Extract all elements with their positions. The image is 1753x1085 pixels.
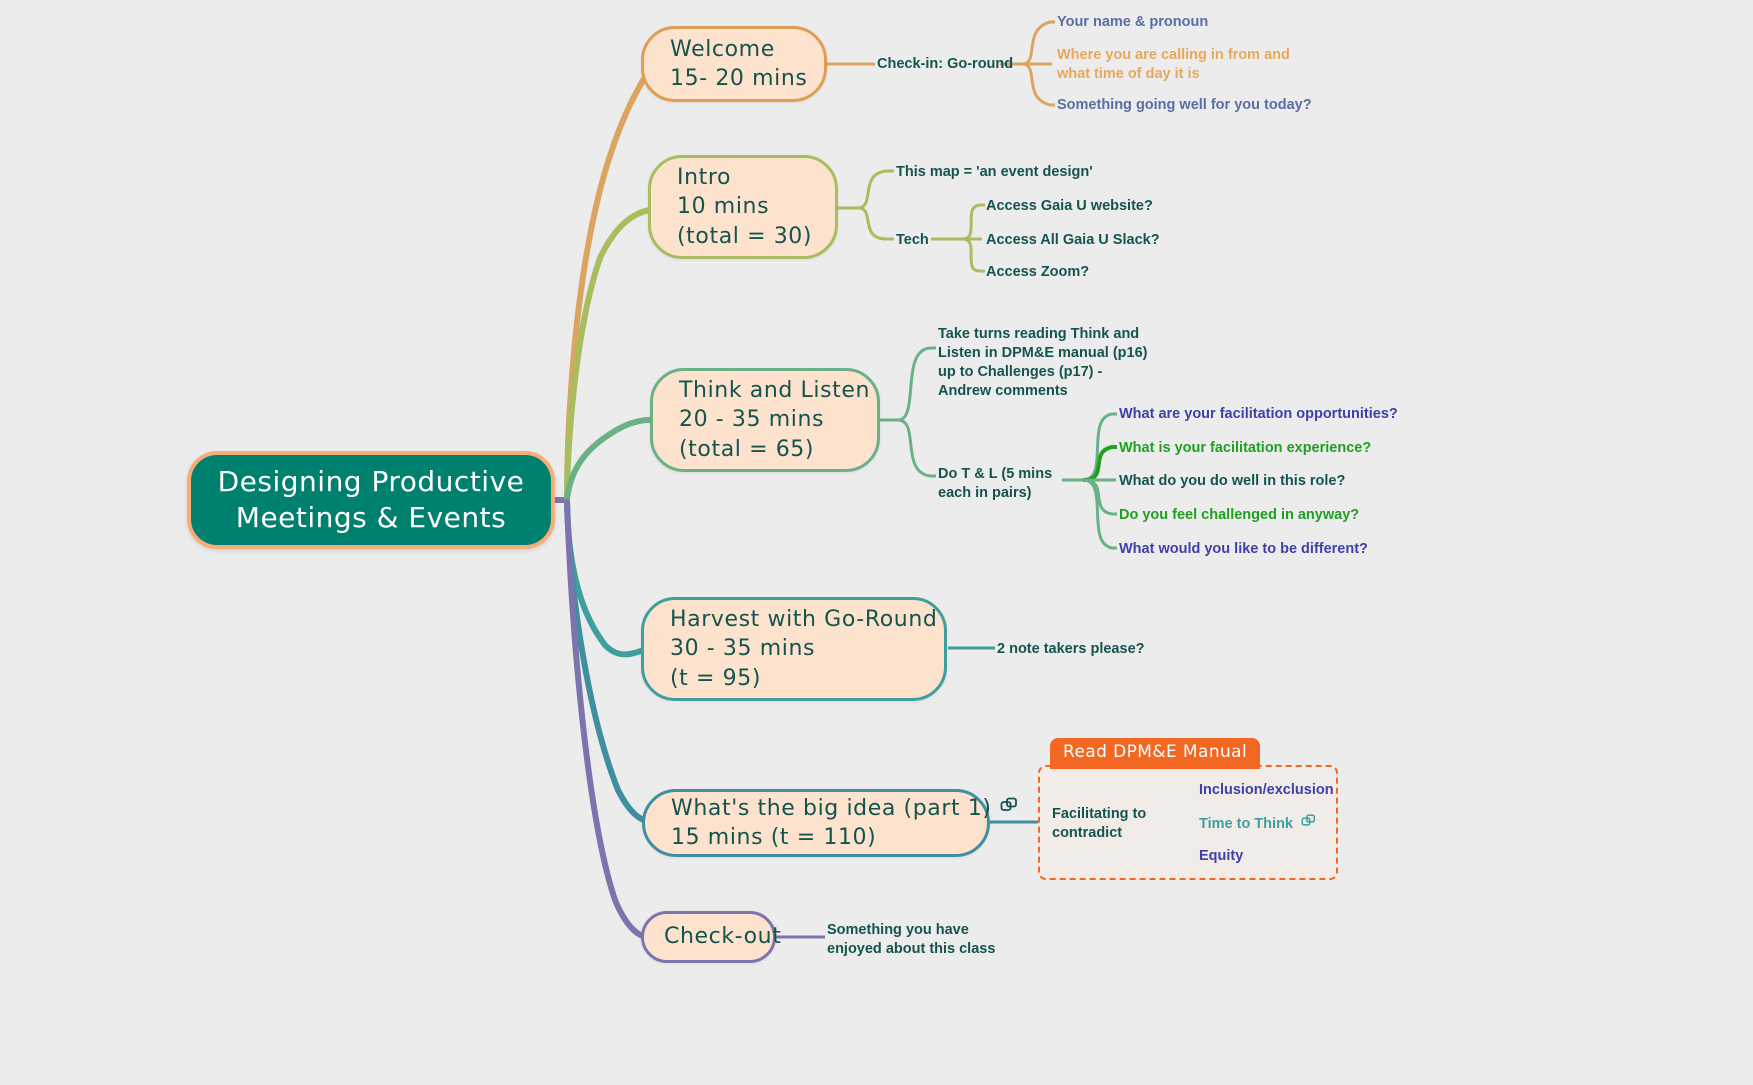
subtopic-2-note-takers[interactable]: 2 note takers please?: [997, 641, 1145, 657]
topic-harvest-line3: (t = 95): [670, 665, 762, 691]
subtopic-like-to-be-different[interactable]: What would you like to be different?: [1119, 541, 1368, 557]
subtopic-take-turns-reading[interactable]: Take turns reading Think and Listen in D…: [938, 326, 1148, 399]
subtopic-access-zoom[interactable]: Access Zoom?: [986, 264, 1090, 280]
subtopic-facilitating-to-contradict[interactable]: Facilitating to contradict: [1052, 806, 1147, 841]
subtopic-inclusion-exclusion[interactable]: Inclusion/exclusion: [1199, 782, 1334, 798]
subtopic-facilitation-experience[interactable]: What is your facilitation experience?: [1119, 440, 1372, 456]
central-topic[interactable]: Designing Productive Meetings & Events: [187, 451, 555, 549]
topic-big-idea-line1: What's the big idea (part 1): [671, 795, 992, 821]
topic-intro-line2: 10 mins: [677, 194, 770, 220]
subtopic-access-gaia-slack[interactable]: Access All Gaia U Slack?: [986, 232, 1160, 248]
subtopic-something-going-well[interactable]: Something going well for you today?: [1057, 97, 1312, 113]
subtopic-tech[interactable]: Tech: [896, 232, 929, 248]
subtopic-do-t-and-l[interactable]: Do T & L (5 mins each in pairs): [938, 466, 1053, 501]
boundary-read-manual: [1038, 765, 1338, 880]
link-icon[interactable]: [1301, 814, 1316, 834]
subtopic-access-gaia-website[interactable]: Access Gaia U website?: [986, 198, 1153, 214]
topic-intro-line3: (total = 30): [677, 223, 813, 249]
topic-check-out-line1: Check-out: [664, 924, 782, 950]
subtopic-this-map-event-design[interactable]: This map = 'an event design': [896, 164, 1093, 180]
link-icon[interactable]: [1000, 797, 1018, 820]
subtopic-equity[interactable]: Equity: [1199, 848, 1244, 864]
subtopic-your-name-pronoun[interactable]: Your name & pronoun: [1057, 14, 1209, 30]
subtopic-do-well-in-role[interactable]: What do you do well in this role?: [1119, 473, 1346, 489]
subtopic-where-calling-from[interactable]: Where you are calling in from and what t…: [1057, 47, 1290, 82]
subtopic-time-to-think[interactable]: Time to Think: [1199, 815, 1293, 832]
central-topic-line2: Meetings & Events: [235, 501, 507, 534]
subtopic-something-enjoyed[interactable]: Something you have enjoyed about this cl…: [827, 922, 996, 957]
central-topic-label: Designing Productive Meetings & Events: [218, 464, 525, 537]
boundary-tab-label[interactable]: Read DPM&E Manual: [1050, 738, 1261, 769]
topic-think-and-listen[interactable]: Think and Listen 20 - 35 mins (total = 6…: [650, 368, 880, 472]
topic-harvest-line2: 30 - 35 mins: [670, 636, 816, 662]
topic-intro[interactable]: Intro 10 mins (total = 30): [648, 155, 838, 259]
topic-welcome-line1: Welcome: [670, 36, 775, 62]
subtopic-feel-challenged[interactable]: Do you feel challenged in anyway?: [1119, 507, 1360, 523]
topic-intro-line1: Intro: [677, 165, 732, 191]
subtopic-time-to-think-row[interactable]: Time to Think: [1199, 814, 1316, 834]
subtopic-facilitation-opportunities[interactable]: What are your facilitation opportunities…: [1119, 406, 1398, 422]
topic-check-out[interactable]: Check-out: [641, 911, 782, 963]
topic-welcome-line2: 15- 20 mins: [670, 66, 808, 91]
topic-harvest[interactable]: Harvest with Go-Round 30 - 35 mins (t = …: [641, 597, 947, 701]
subtopic-check-in[interactable]: Check-in: Go-round: [877, 56, 1014, 72]
topic-think-line1: Think and Listen: [679, 378, 871, 404]
central-topic-line1: Designing Productive: [217, 464, 525, 498]
topic-big-idea[interactable]: What's the big idea (part 1) 15 mins (t …: [642, 789, 1017, 857]
topic-think-line3: (total = 65): [679, 436, 815, 462]
topic-welcome[interactable]: Welcome 15- 20 mins: [641, 26, 827, 102]
topic-think-line2: 20 - 35 mins: [679, 407, 825, 433]
topic-harvest-line1: Harvest with Go-Round: [670, 607, 938, 633]
topic-big-idea-line2: 15 mins (t = 110): [671, 825, 877, 850]
